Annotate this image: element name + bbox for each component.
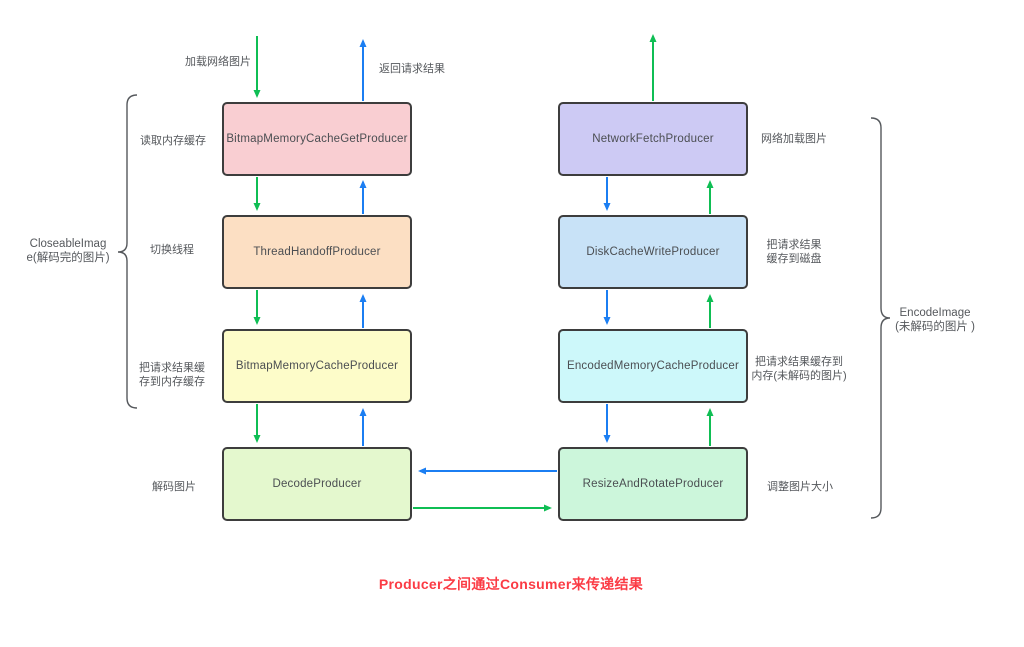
label-line: 把请求结果缓存到	[755, 356, 843, 368]
box-label: ThreadHandoffProducer	[253, 246, 381, 258]
encode-image-bracket-label: EncodeImage (未解码的图片 )	[882, 306, 988, 334]
resize-and-rotate-producer-box: ResizeAndRotateProducer	[558, 447, 748, 521]
label-line: 存到内存缓存	[139, 376, 205, 388]
network-fetch-producer-box: NetworkFetchProducer	[558, 102, 748, 176]
cache-to-memory-label: 把请求结果缓 存到内存缓存	[122, 361, 222, 389]
label-line: 缓存到磁盘	[766, 253, 822, 265]
box-label: DiskCacheWriteProducer	[586, 246, 720, 258]
decode-image-label: 解码图片	[152, 481, 196, 493]
read-memory-cache-label: 读取内存缓存	[140, 135, 206, 147]
label-line: 把请求结果	[766, 239, 822, 251]
label-line: EncodeImage	[899, 307, 971, 319]
box-label: EncodedMemoryCacheProducer	[566, 360, 740, 372]
label-line: e(解码完的图片)	[26, 252, 110, 264]
box-label: BitmapMemoryCacheProducer	[235, 360, 399, 372]
bitmap-memory-cache-producer-box: BitmapMemoryCacheProducer	[222, 329, 412, 403]
cache-to-disk-label: 把请求结果 缓存到磁盘	[744, 238, 844, 266]
resize-image-label: 调整图片大小	[767, 481, 833, 493]
label-line: 把请求结果缓	[139, 362, 205, 374]
box-label: NetworkFetchProducer	[592, 133, 714, 145]
decode-producer-box: DecodeProducer	[222, 447, 412, 521]
thread-handoff-producer-box: ThreadHandoffProducer	[222, 215, 412, 289]
encoded-memory-cache-producer-box: EncodedMemoryCacheProducer	[558, 329, 748, 403]
bitmap-memory-cache-get-producer-box: BitmapMemoryCacheGetProducer	[222, 102, 412, 176]
load-request-label: 加载网络图片	[185, 56, 251, 68]
box-label: BitmapMemoryCacheGetProducer	[226, 133, 408, 145]
disk-cache-write-producer-box: DiskCacheWriteProducer	[558, 215, 748, 289]
box-label: DecodeProducer	[272, 478, 362, 490]
closeable-image-bracket-label: CloseableImag e(解码完的图片)	[15, 237, 121, 265]
box-label: ResizeAndRotateProducer	[582, 478, 724, 490]
label-line: (未解码的图片 )	[895, 321, 975, 333]
switch-thread-label: 切换线程	[150, 244, 194, 256]
diagram-caption: Producer之间通过Consumer来传递结果	[378, 576, 644, 592]
label-line: CloseableImag	[29, 238, 107, 250]
label-line: 内存(未解码的图片)	[751, 370, 847, 382]
cache-encoded-to-memory-label: 把请求结果缓存到 内存(未解码的图片)	[738, 355, 860, 383]
network-load-image-label: 网络加载图片	[761, 133, 827, 145]
return-result-label: 返回请求结果	[379, 63, 445, 75]
